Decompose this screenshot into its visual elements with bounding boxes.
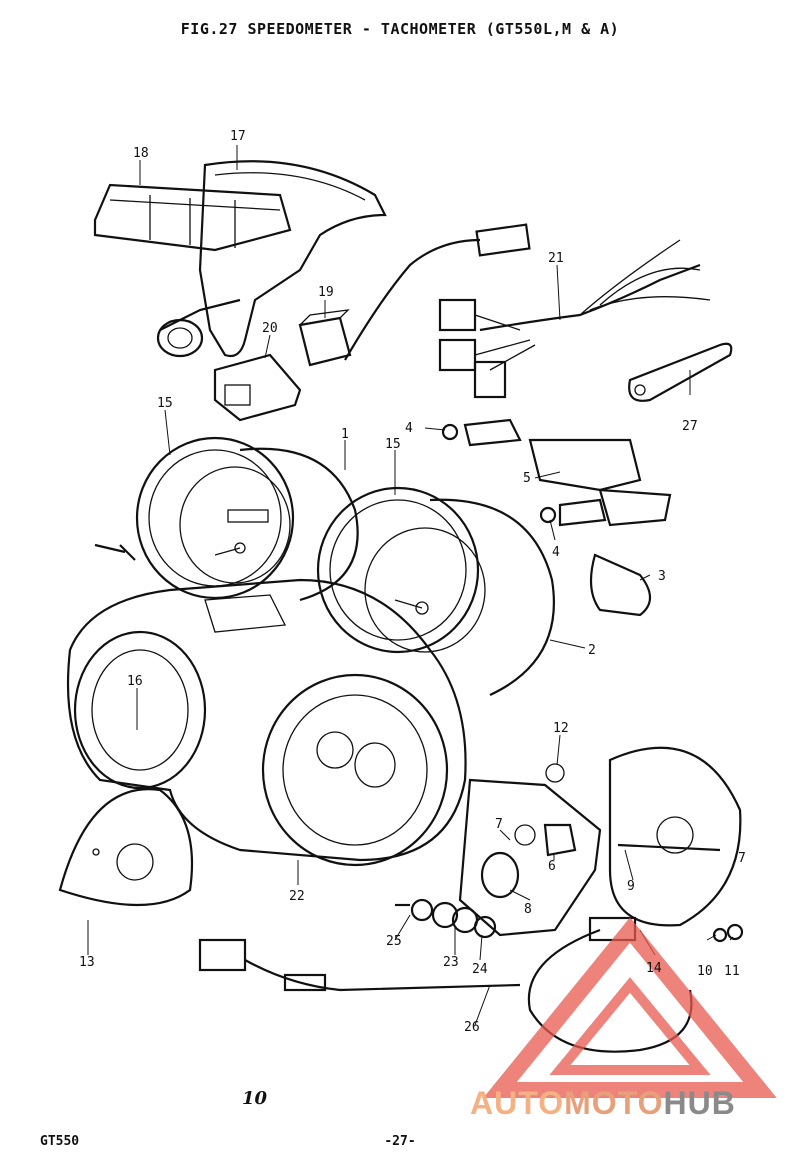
callout-10: 10	[697, 964, 713, 979]
callout-15-right: 15	[385, 437, 401, 452]
callout-17: 17	[230, 129, 246, 144]
callout-16: 16	[127, 674, 143, 689]
part-2-tachometer	[364, 498, 556, 696]
part-3-socket-cable	[589, 553, 652, 617]
callout-2: 2	[588, 643, 596, 658]
callout-21: 21	[548, 251, 564, 266]
callout-11: 11	[724, 964, 740, 979]
part-18-indicator-lamp-panel	[93, 183, 292, 252]
callout-18: 18	[133, 146, 149, 161]
callout-13: 13	[79, 955, 95, 970]
callout-26: 26	[464, 1020, 480, 1035]
part-13-cover-left	[58, 788, 194, 907]
part-26-cable	[198, 938, 521, 992]
watermark-text: AUTOMOTOHUB	[470, 1085, 736, 1122]
callout-12: 12	[553, 721, 569, 736]
part-1-speedometer	[179, 447, 359, 602]
part-bracket-center	[458, 763, 602, 937]
part-screw-left	[94, 543, 136, 561]
callout-24: 24	[472, 962, 488, 977]
part-10-11-nut	[712, 923, 744, 943]
callout-6: 6	[548, 859, 556, 874]
callout-1: 1	[341, 427, 349, 442]
leader-lines	[87, 145, 734, 1026]
callout-19: 19	[318, 285, 334, 300]
callout-15-left: 15	[157, 396, 173, 411]
figure-title: FIG.27 SPEEDOMETER - TACHOMETER (GT550L,…	[180, 20, 620, 38]
part-9-cover-right	[608, 746, 742, 927]
callout-9: 9	[627, 879, 635, 894]
callout-7-left: 7	[495, 817, 503, 832]
part-4-5-sockets	[441, 418, 672, 527]
callout-8: 8	[524, 902, 532, 917]
callout-7-right: 7	[738, 851, 746, 866]
callout-4-top: 4	[405, 421, 413, 436]
callout-5: 5	[523, 471, 531, 486]
part-21-wiring-harness	[344, 223, 711, 399]
part-23-25-bulbs	[395, 898, 497, 939]
part-19-relay	[298, 309, 352, 367]
part-15-ring-right	[316, 486, 480, 654]
part-15-ring-left	[135, 436, 295, 600]
footer-page-number: -27-	[384, 1134, 416, 1149]
watermark-text-auto: AUTO	[470, 1085, 565, 1121]
watermark-logo-icon	[483, 917, 777, 1098]
part-17-indicator-cover	[156, 160, 387, 358]
callout-22: 22	[289, 889, 305, 904]
part-20-cushion	[213, 353, 302, 422]
callout-14: 14	[646, 961, 662, 976]
watermark-text-moto: MOTO	[564, 1085, 664, 1121]
page-stamp: 10	[242, 1088, 268, 1109]
part-27-bracket	[628, 342, 733, 402]
watermark-text-hub: HUB	[663, 1085, 736, 1121]
part-22-meter-case	[66, 578, 467, 867]
callout-20: 20	[262, 321, 278, 336]
callout-3: 3	[658, 569, 666, 584]
callout-27: 27	[682, 419, 698, 434]
callout-23: 23	[443, 955, 459, 970]
footer-model: GT550	[40, 1134, 80, 1149]
callout-25: 25	[386, 934, 402, 949]
callout-4-lower: 4	[552, 545, 560, 560]
